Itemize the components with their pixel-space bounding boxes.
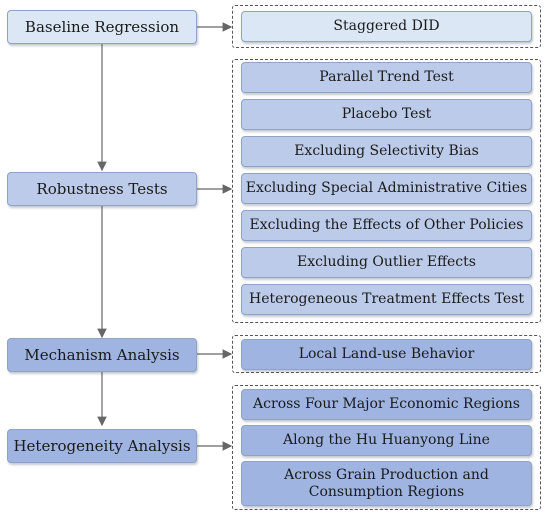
excluding-outlier-effects-label: Excluding Outlier Effects bbox=[297, 254, 476, 270]
robustness-tests-box: Robustness Tests bbox=[7, 172, 197, 206]
heterogeneity-item: Across Four Major Economic Regions bbox=[241, 389, 532, 420]
excluding-other-policies-label: Excluding the Effects of Other Policies bbox=[249, 217, 524, 233]
mechanism-group bbox=[232, 335, 541, 373]
staggered-did-label: Staggered DID bbox=[333, 18, 440, 34]
baseline-group bbox=[232, 5, 541, 48]
baseline-regression-box: Baseline Regression bbox=[7, 10, 197, 44]
heterogeneity-item: Along the Hu Huanyong Line bbox=[241, 425, 532, 456]
staggered-did-box: Staggered DID bbox=[241, 11, 532, 42]
robustness-item: Excluding Outlier Effects bbox=[241, 247, 532, 278]
heterogeneity-analysis-label: Heterogeneity Analysis bbox=[13, 436, 191, 455]
robustness-group bbox=[232, 59, 541, 323]
hu-huanyong-line-label: Along the Hu Huanyong Line bbox=[283, 432, 490, 448]
robustness-item: Excluding Special Administrative Cities bbox=[241, 173, 532, 204]
four-major-economic-regions-label: Across Four Major Economic Regions bbox=[253, 396, 520, 412]
local-land-use-behavior-box: Local Land-use Behavior bbox=[241, 339, 532, 370]
local-land-use-behavior-label: Local Land-use Behavior bbox=[298, 346, 475, 362]
heterogeneity-analysis-box: Heterogeneity Analysis bbox=[7, 429, 197, 463]
heterogeneous-treatment-effects-test-label: Heterogeneous Treatment Effects Test bbox=[249, 291, 524, 307]
robustness-item: Excluding the Effects of Other Policies bbox=[241, 210, 532, 241]
excluding-selectivity-bias-label: Excluding Selectivity Bias bbox=[294, 143, 479, 159]
grain-production-consumption-label: Across Grain Production and Consumption … bbox=[284, 466, 489, 500]
placebo-test-label: Placebo Test bbox=[341, 106, 432, 122]
mechanism-analysis-label: Mechanism Analysis bbox=[24, 345, 180, 364]
robustness-item: Placebo Test bbox=[241, 99, 532, 130]
robustness-item: Heterogeneous Treatment Effects Test bbox=[241, 284, 532, 315]
robustness-item: Parallel Trend Test bbox=[241, 62, 532, 93]
robustness-tests-label: Robustness Tests bbox=[36, 179, 168, 198]
robustness-item: Excluding Selectivity Bias bbox=[241, 136, 532, 167]
mechanism-analysis-box: Mechanism Analysis bbox=[7, 338, 197, 372]
heterogeneity-group bbox=[232, 385, 541, 510]
parallel-trend-test-label: Parallel Trend Test bbox=[319, 69, 454, 85]
baseline-regression-label: Baseline Regression bbox=[24, 17, 180, 36]
heterogeneity-item: Across Grain Production and Consumption … bbox=[241, 461, 532, 506]
excluding-special-administrative-cities-label: Excluding Special Administrative Cities bbox=[245, 180, 528, 196]
